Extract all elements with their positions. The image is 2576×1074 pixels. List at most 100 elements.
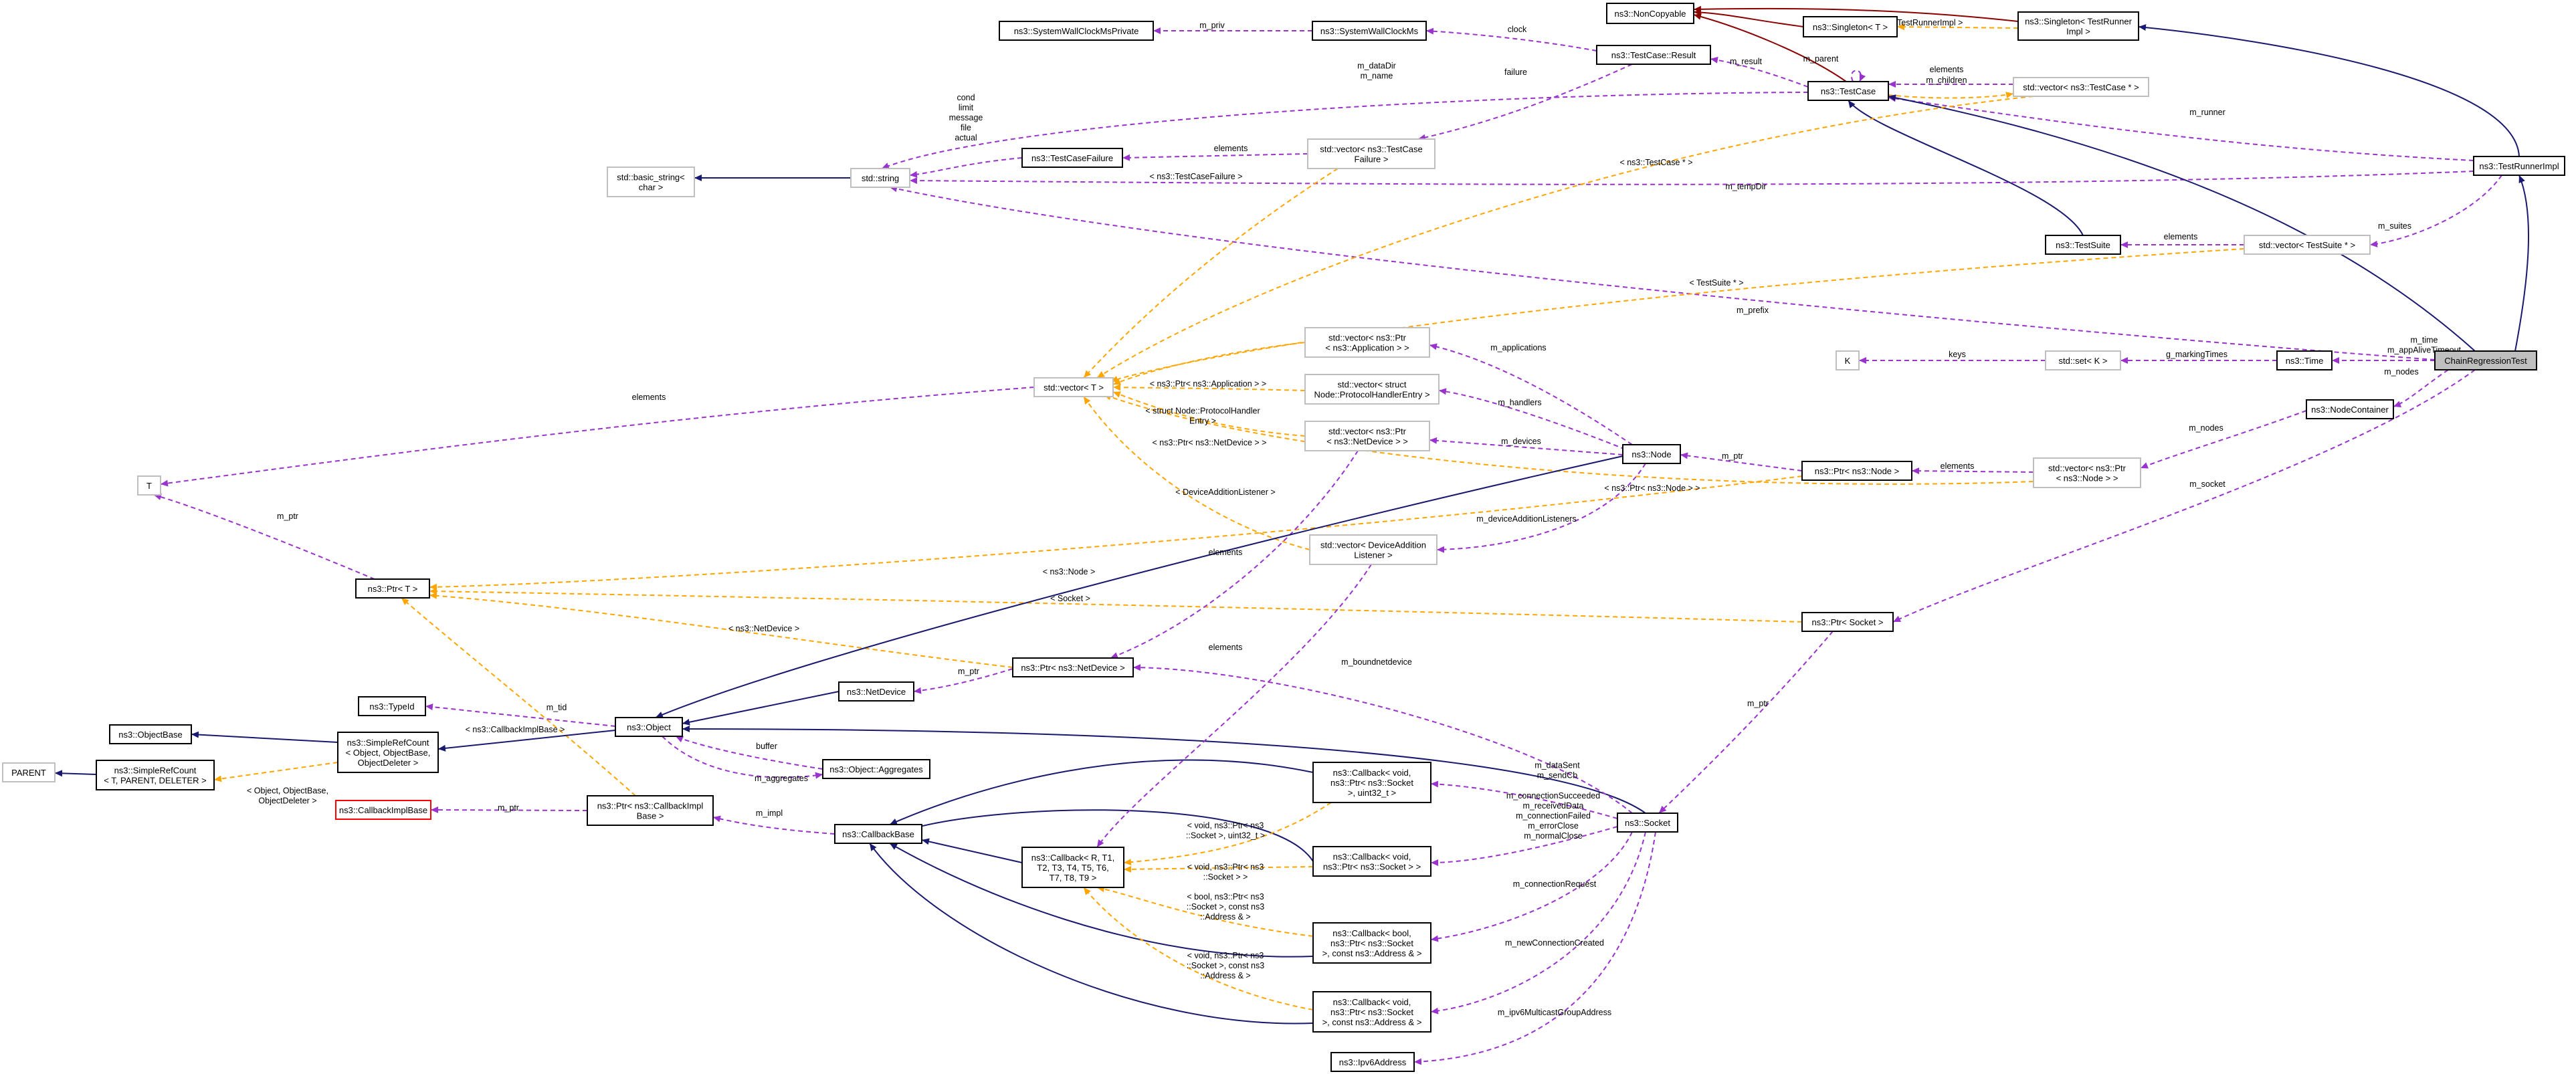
edge-label-socket-template: < Socket >: [1050, 594, 1090, 603]
node-typeid[interactable]: ns3::TypeId: [358, 696, 426, 716]
node-swc-ms[interactable]: ns3::SystemWallClockMs: [1312, 21, 1427, 41]
edge-socket-to-cb4: [1430, 831, 1646, 1014]
node-netdevice[interactable]: ns3::NetDevice: [838, 681, 914, 702]
edge-label-m-applications: m_applications: [1490, 343, 1546, 352]
node-ptr-node[interactable]: ns3::Ptr< ns3::Node >: [1801, 461, 1912, 481]
edge-cb4-to-callback_t: [1083, 887, 1314, 1010]
node-socket[interactable]: ns3::Socket: [1617, 813, 1678, 833]
edge-testcase_result-to-swc_ms: [1425, 27, 1597, 51]
edge-chain-to-ptr_socket: [1892, 369, 2476, 623]
node-basic-string[interactable]: std::basic_string<char >: [607, 167, 695, 197]
edge-object-to-typeid: [425, 704, 616, 727]
node-box: [1304, 421, 1430, 451]
node-label: ns3::TestCaseFailure: [1031, 153, 1113, 163]
edge-callbackbase-to-ptr_cib: [712, 815, 835, 835]
edge-vec_testsuite-to-vec_t: [1110, 248, 2245, 383]
edge-label-m-nodes-nc: m_nodes: [2189, 423, 2223, 433]
edge-vec_phe-to-vec_t: [1112, 384, 1306, 391]
edge-label-m-dal: m_deviceAdditionListeners: [1476, 514, 1576, 524]
node-aggregates[interactable]: ns3::Object::Aggregates: [822, 759, 930, 779]
node-vec-app[interactable]: std::vector< ns3::Ptr< ns3::Application …: [1304, 327, 1430, 358]
node-label: ns3::Callback< void,ns3::Ptr< ns3::Socke…: [1322, 997, 1422, 1027]
node-T[interactable]: T: [137, 475, 161, 496]
node-callbackimplbase[interactable]: ns3::CallbackImplBase: [335, 800, 431, 820]
node-label: std::vector< ns3::TestCase * >: [2023, 82, 2139, 92]
node-label: std::vector< TestSuite * >: [2259, 240, 2355, 250]
edge-socket-to-ipv6address: [1413, 831, 1656, 1065]
edge-ptr_cib-to-ptr_t: [401, 597, 636, 796]
edge-callback_t-to-callbackbase: [921, 838, 1023, 863]
node-box: [2434, 350, 2537, 370]
node-singleton-t[interactable]: ns3::Singleton< T >: [1803, 16, 1898, 37]
edge-socket-to-object: [682, 726, 1646, 814]
node-box: [1312, 846, 1431, 877]
node-vec-t[interactable]: std::vector< T >: [1033, 377, 1114, 397]
node-vec-testcase[interactable]: std::vector< ns3::TestCase * >: [2013, 77, 2149, 97]
node-noncopyable[interactable]: ns3::NonCopyable: [1606, 3, 1694, 24]
node-time[interactable]: ns3::Time: [2276, 350, 2333, 370]
node-cb2[interactable]: ns3::Callback< void,ns3::Ptr< ns3::Socke…: [1312, 846, 1431, 877]
node-callbackbase[interactable]: ns3::CallbackBase: [834, 824, 922, 844]
node-std-string[interactable]: std::string: [850, 168, 910, 188]
node-testrunnerimpl[interactable]: ns3::TestRunnerImpl: [2473, 156, 2565, 176]
edge-socket-to-ptr_netdevice: [1132, 664, 1633, 814]
node-simplerefcount-t[interactable]: ns3::SimpleRefCount< T, PARENT, DELETER …: [96, 760, 215, 790]
node-label: ns3::Node: [1631, 449, 1671, 459]
node-label: std::set< K >: [2059, 356, 2108, 366]
edges-layer: [54, 5, 2530, 1065]
node-cb1[interactable]: ns3::Callback< void,ns3::Ptr< ns3::Socke…: [1312, 762, 1431, 803]
edge-label-app-template: < ns3::Ptr< ns3::Application > >: [1150, 379, 1266, 389]
node-testsuite[interactable]: ns3::TestSuite: [2045, 235, 2121, 255]
node-object[interactable]: ns3::Object: [615, 717, 683, 737]
node-box: [1807, 81, 1889, 101]
node-node[interactable]: ns3::Node: [1622, 444, 1681, 464]
node-nodecontainer[interactable]: ns3::NodeContainer: [2306, 399, 2394, 419]
node-label: std::vector< ns3::Ptr< ns3::Application …: [1325, 333, 1409, 353]
node-parent[interactable]: PARENT: [2, 762, 56, 782]
node-set-k[interactable]: std::set< K >: [2045, 350, 2121, 370]
node-testcasefailure[interactable]: ns3::TestCaseFailure: [1021, 148, 1123, 168]
node-K[interactable]: K: [1836, 350, 1860, 370]
node-vec-testsuite[interactable]: std::vector< TestSuite * >: [2244, 235, 2371, 255]
node-box: [587, 795, 714, 826]
edge-label-tc-ptr-template: < ns3::TestCase * >: [1619, 158, 1692, 167]
node-label: ns3::SimpleRefCount< T, PARENT, DELETER …: [104, 766, 206, 786]
node-chain[interactable]: ChainRegressionTest: [2434, 350, 2537, 370]
node-cb4[interactable]: ns3::Callback< void,ns3::Ptr< ns3::Socke…: [1312, 991, 1431, 1033]
node-testcase[interactable]: ns3::TestCase: [1807, 81, 1889, 101]
node-ipv6address[interactable]: ns3::Ipv6Address: [1330, 1052, 1415, 1072]
edge-label-clock: clock: [1508, 25, 1527, 34]
edge-cb2-to-callbackbase: [909, 809, 1314, 862]
node-ptr-socket[interactable]: ns3::Ptr< Socket >: [1801, 612, 1894, 632]
node-label: std::vector< ns3::Ptr< ns3::Node > >: [2048, 463, 2126, 484]
node-objectbase[interactable]: ns3::ObjectBase: [109, 724, 192, 744]
node-vec-netdev[interactable]: std::vector< ns3::Ptr< ns3::NetDevice > …: [1304, 421, 1430, 451]
node-label: std::vector< T >: [1044, 383, 1104, 393]
node-callback-t[interactable]: ns3::Callback< R, T1,T2, T3, T4, T5, T6,…: [1021, 847, 1124, 888]
node-ptr-netdevice[interactable]: ns3::Ptr< ns3::NetDevice >: [1012, 657, 1134, 677]
node-vec-ptr-node[interactable]: std::vector< ns3::Ptr< ns3::Node > >: [2033, 457, 2141, 488]
edge-label-m-ptr-cib: m_ptr: [498, 803, 519, 813]
node-box: [1021, 148, 1123, 168]
edge-simplerefcount_t-to-parent: [54, 770, 97, 777]
edge-label-netdev-template: < ns3::Ptr< ns3::NetDevice > >: [1153, 438, 1267, 447]
node-cb3[interactable]: ns3::Callback< bool,ns3::Ptr< ns3::Socke…: [1312, 922, 1431, 964]
edge-label-m-impl: m_impl: [756, 809, 783, 818]
node-simplerefcount-obj[interactable]: ns3::SimpleRefCount< Object, ObjectBase,…: [337, 732, 439, 773]
node-box: [615, 717, 683, 737]
node-ptr-t[interactable]: ns3::Ptr< T >: [355, 578, 430, 599]
node-label: ChainRegressionTest: [2444, 356, 2527, 366]
node-swc-ms-private[interactable]: ns3::SystemWallClockMsPrivate: [999, 21, 1154, 41]
node-box: [850, 168, 910, 188]
node-label: ns3::TypeId: [369, 702, 414, 712]
node-testcase-result[interactable]: ns3::TestCase::Result: [1596, 45, 1711, 65]
